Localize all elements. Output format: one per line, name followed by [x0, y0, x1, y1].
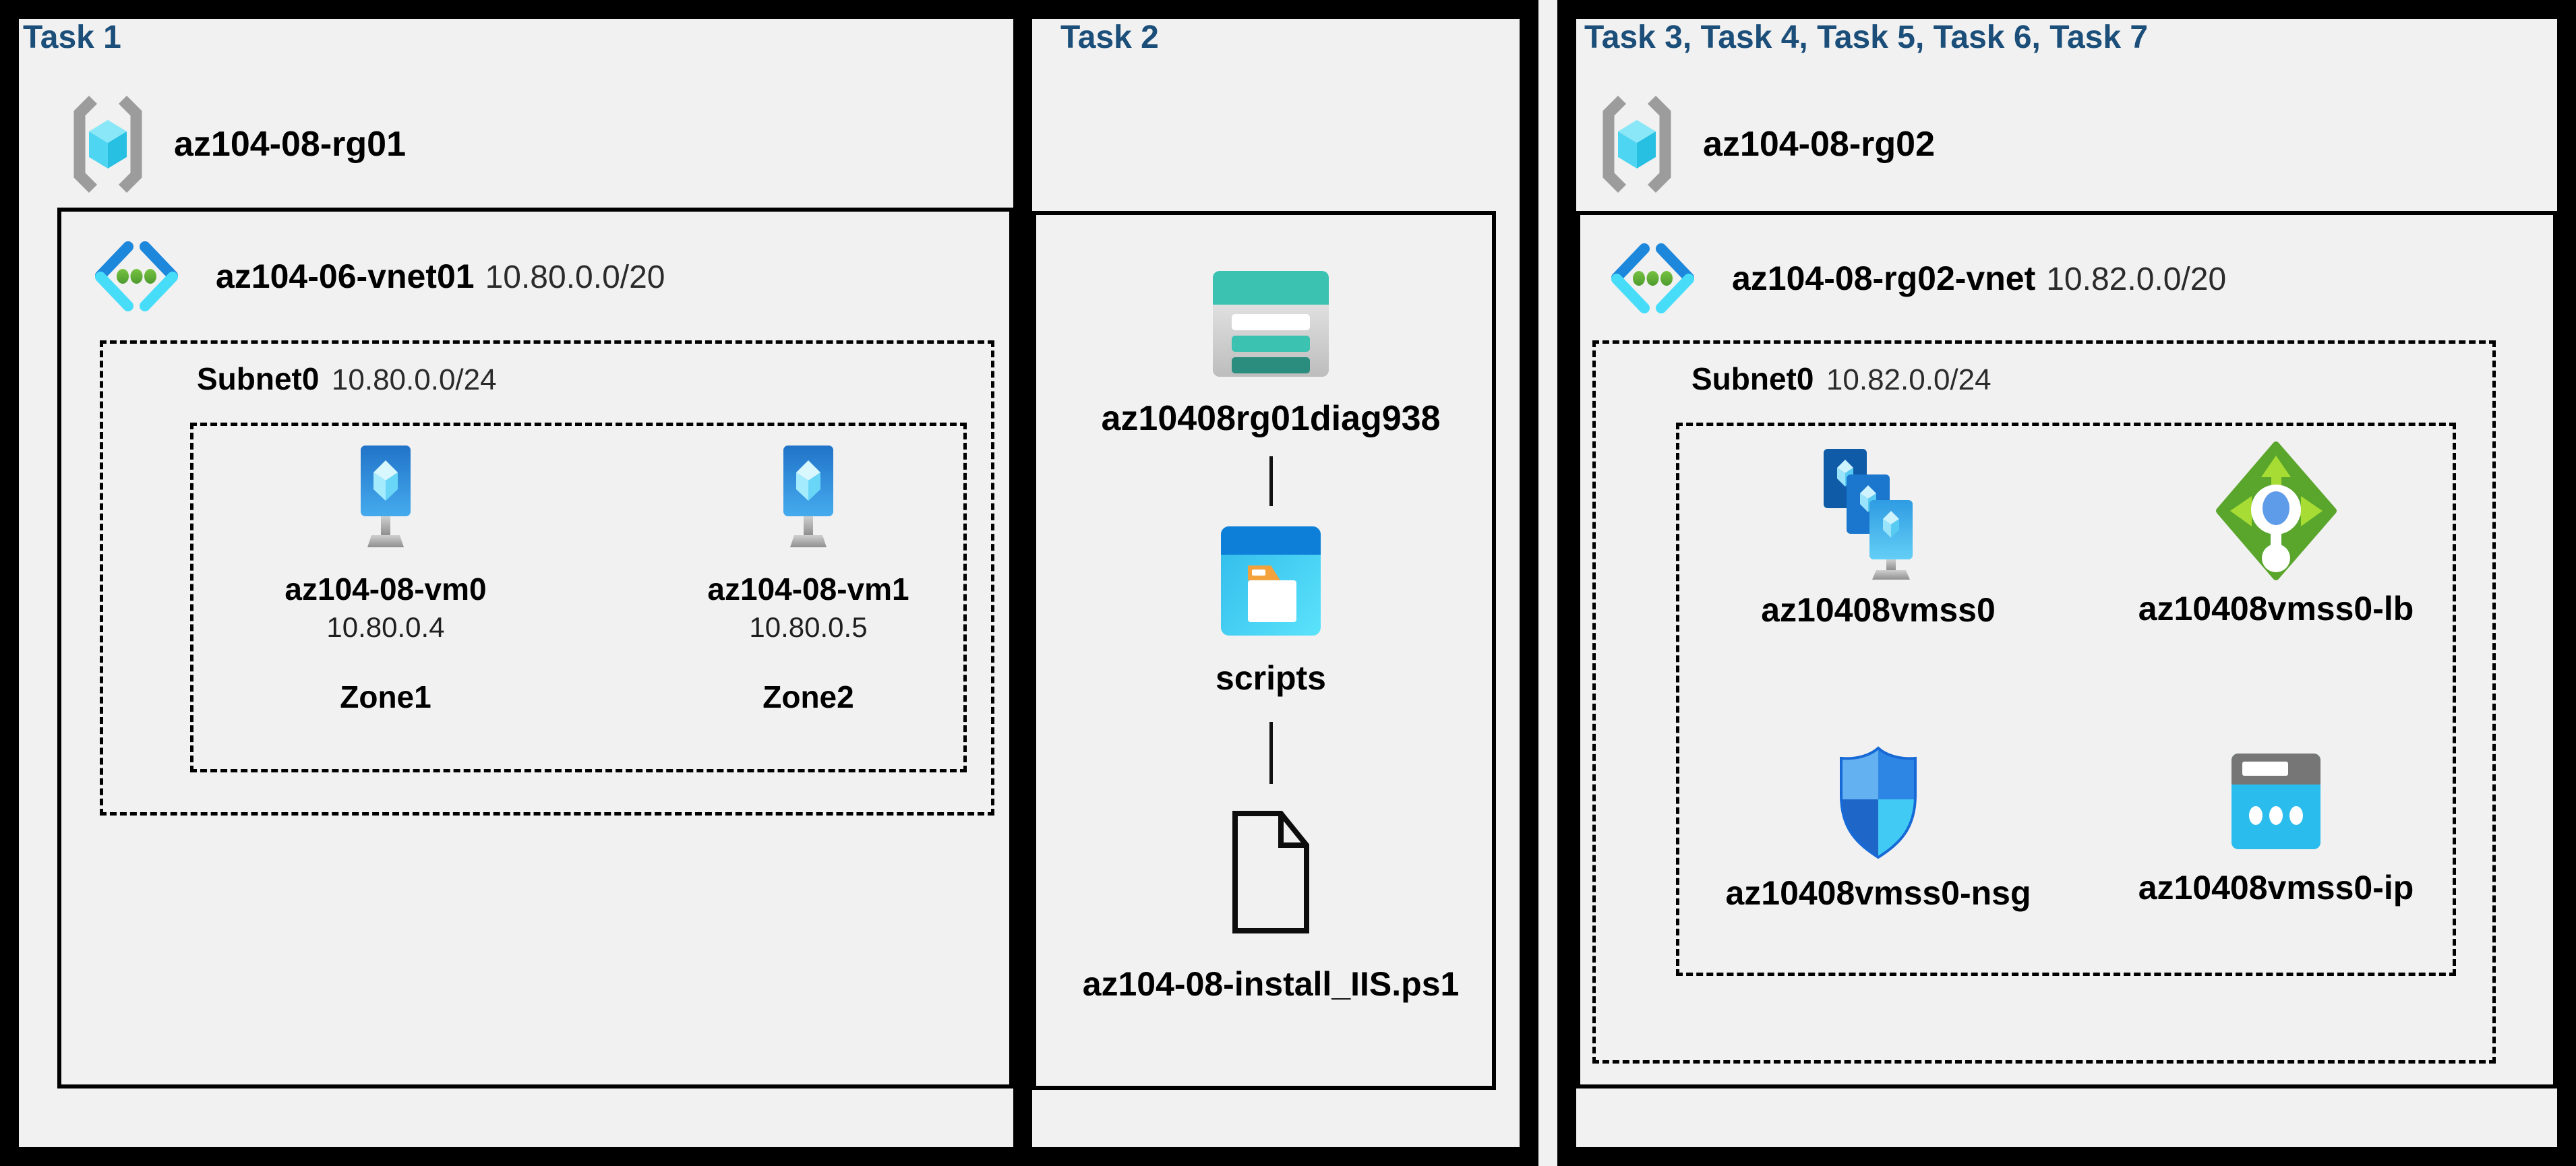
vm-name: az104-08-vm1 [707, 572, 909, 607]
resource-group: az104-08-rg02 [1596, 93, 1935, 195]
panel-task2: Task 2 az10408rg01diag938 [1032, 0, 1538, 1166]
load-balancer-node: az10408vmss0-lb [2087, 439, 2465, 628]
panel-task3-7: Task 3, Task 4, Task 5, Task 6, Task 7 a… [1557, 0, 2576, 1166]
storage-account-icon [1213, 271, 1329, 377]
subnet-box: Subnet0 10.82.0.0/24 [1592, 340, 2496, 1064]
public-ip-node: az10408vmss0-ip [2087, 748, 2465, 907]
subnet-cidr: 10.82.0.0/24 [1826, 363, 1991, 396]
load-balancer-icon [2215, 441, 2337, 580]
resource-group-box: az10408vmss0 [1676, 423, 2456, 976]
script-file-name: az104-08-install_IIS.ps1 [1082, 965, 1460, 1003]
panel-title: Task 2 [1060, 20, 1159, 55]
vm-ip: 10.80.0.5 [749, 611, 868, 643]
container-name: scripts [1216, 659, 1326, 697]
subnet-name: Subnet0 [1691, 361, 1814, 396]
panel-task1: Task 1 az104-08-rg01 [0, 0, 1032, 1166]
vm-node: az104-08-vm1 10.80.0.5 Zone2 [707, 442, 909, 715]
vnet-box: az104-08-rg02-vnet 10.82.0.0/20 Subnet0 … [1576, 211, 2557, 1088]
nsg-icon [1840, 746, 1917, 859]
vmss-node: az10408vmss0 [1686, 439, 2070, 630]
nsg-node: az10408vmss0-nsg [1686, 741, 2070, 913]
task2-box: az10408rg01diag938 scripts az104-08-inst… [1032, 211, 1496, 1090]
resource-group-icon [1602, 95, 1671, 193]
subnet-label: Subnet0 10.80.0.0/24 [197, 361, 497, 397]
vm-group-box: az104-08-vm0 10.80.0.4 Zone1 [190, 423, 967, 772]
resource-group: az104-08-rg01 [67, 93, 406, 195]
vnet-icon [95, 241, 178, 311]
load-balancer-name: az10408vmss0-lb [2138, 590, 2414, 627]
subnet-cidr: 10.80.0.0/24 [331, 363, 497, 396]
vnet-cidr: 10.80.0.0/20 [485, 259, 665, 295]
vm-node: az104-08-vm0 10.80.0.4 Zone1 [284, 442, 487, 715]
subnet-label: Subnet0 10.82.0.0/24 [1691, 361, 1991, 397]
resource-group-name: az104-08-rg01 [174, 125, 406, 164]
connector-line [1269, 722, 1273, 784]
nsg-name: az10408vmss0-nsg [1725, 874, 2031, 912]
virtual-machine-icon [361, 446, 411, 547]
vm-name: az104-08-vm0 [284, 572, 487, 607]
vm-zone: Zone1 [340, 679, 431, 714]
vmss-name: az10408vmss0 [1761, 591, 1996, 629]
task2-column: az10408rg01diag938 scripts az104-08-inst… [1063, 215, 1478, 1004]
resource-group-name: az104-08-rg02 [1703, 125, 1935, 164]
vnet-name: az104-08-rg02-vnet [1732, 259, 2036, 297]
storage-account-name: az10408rg01diag938 [1101, 399, 1441, 438]
blob-container-icon [1221, 526, 1321, 636]
vmss-icon [1824, 449, 1913, 580]
subnet-name: Subnet0 [197, 361, 320, 396]
resource-group-icon [73, 95, 142, 193]
public-ip-icon [2231, 754, 2320, 849]
connector-line [1269, 456, 1273, 506]
vm-ip: 10.80.0.4 [326, 611, 445, 643]
panel-title: Task 3, Task 4, Task 5, Task 6, Task 7 [1584, 20, 2149, 55]
subnet-box: Subnet0 10.80.0.0/24 az104-08-v [100, 340, 994, 816]
vnet-name: az104-06-vnet01 [216, 257, 475, 295]
public-ip-name: az10408vmss0-ip [2138, 869, 2414, 907]
vm-zone: Zone2 [762, 679, 854, 714]
panel-title: Task 1 [23, 20, 121, 55]
vnet-cidr: 10.82.0.0/20 [2046, 262, 2227, 297]
vnet: az104-06-vnet01 10.80.0.0/20 [91, 236, 665, 317]
vnet-icon [1611, 243, 1694, 313]
vnet: az104-08-rg02-vnet 10.82.0.0/20 [1607, 238, 2226, 319]
virtual-machine-icon [783, 446, 833, 547]
script-file-icon [1232, 811, 1309, 933]
vnet-box: az104-06-vnet01 10.80.0.0/20 Subnet0 10.… [57, 208, 1013, 1088]
